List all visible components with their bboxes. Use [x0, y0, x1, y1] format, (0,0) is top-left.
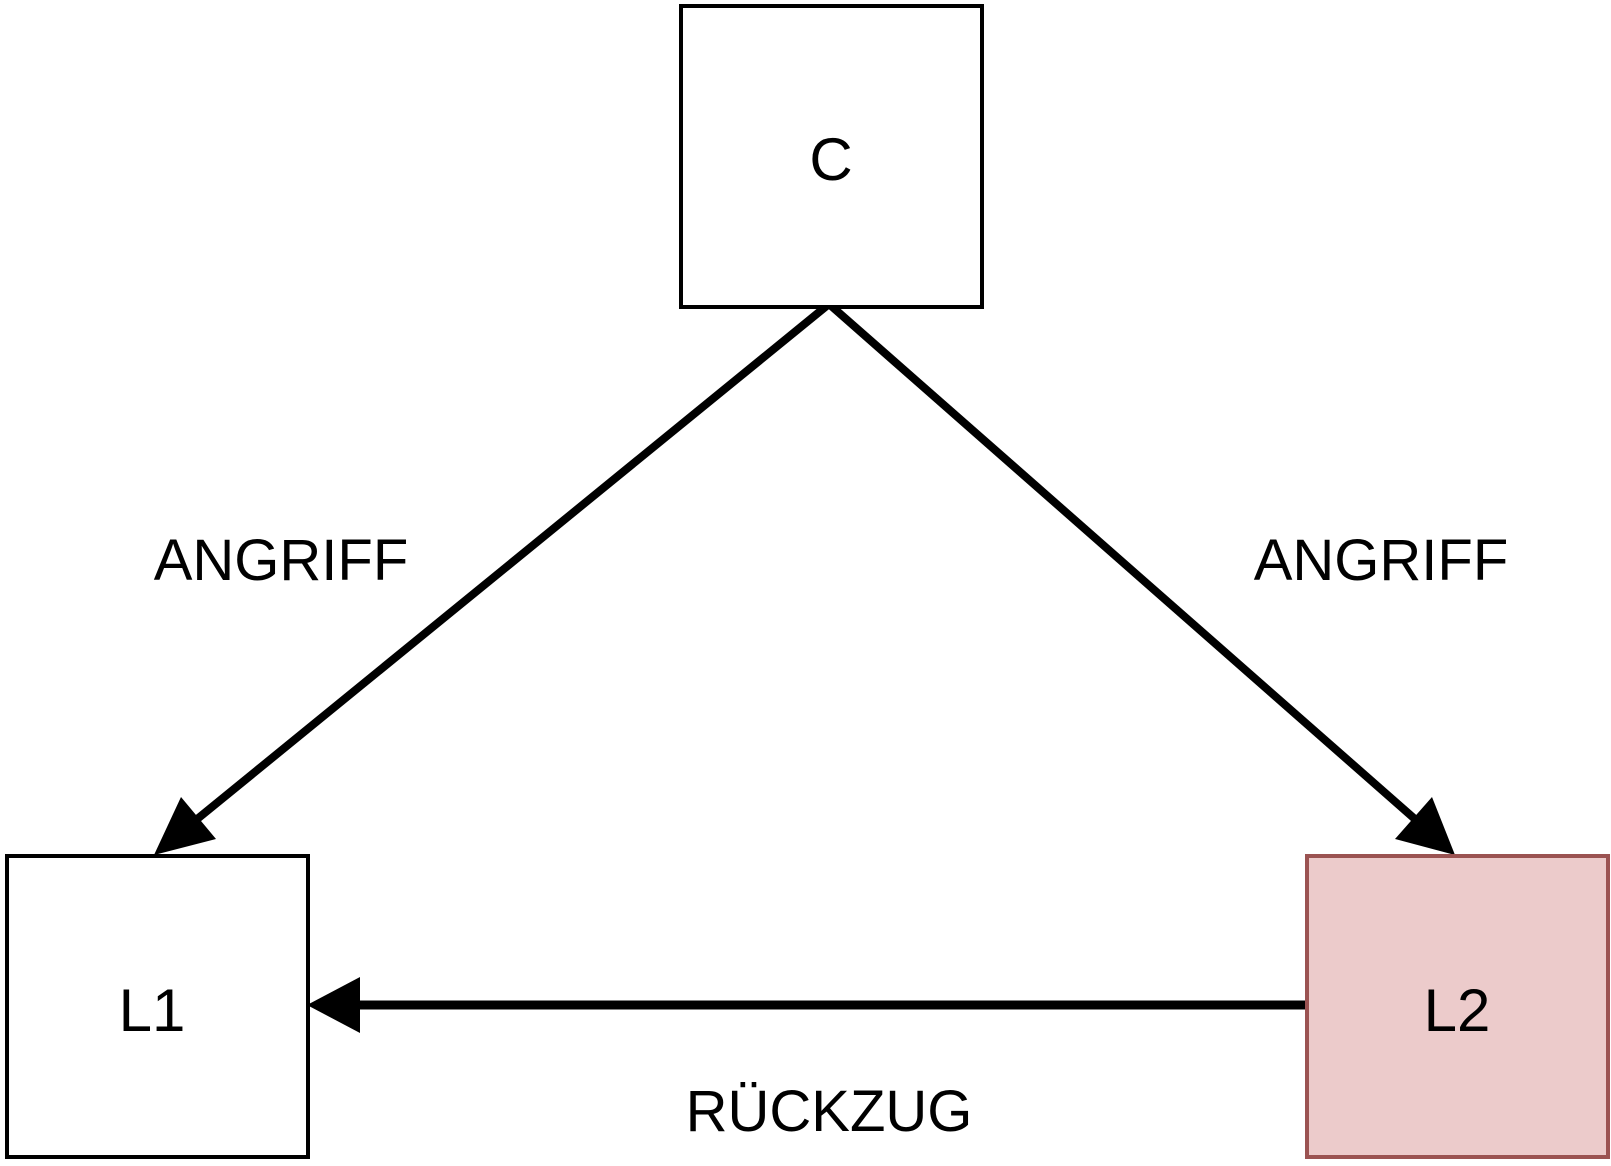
node-l2-label: L2: [1424, 977, 1491, 1044]
node-l1-label: L1: [119, 977, 186, 1044]
edge-l2-to-l1: [307, 977, 1307, 1033]
edge-c-to-l1: [154, 300, 832, 855]
edge-c-to-l2-label: ANGRIFF: [1254, 528, 1509, 593]
node-l1[interactable]: L1: [5, 854, 310, 1159]
node-l1-box[interactable]: [5, 854, 310, 1159]
edge-c-to-l2: [826, 300, 1455, 855]
node-l2[interactable]: L2: [1305, 854, 1610, 1159]
node-l2-box[interactable]: [1305, 854, 1610, 1159]
edge-c-to-l1-arrowhead: [154, 797, 216, 855]
edge-l2-to-l1-label: RÜCKZUG: [686, 1079, 973, 1144]
node-c-label: C: [809, 126, 852, 193]
node-c[interactable]: C: [679, 4, 984, 309]
node-c-box[interactable]: [679, 4, 984, 309]
edge-c-to-l1-label: ANGRIFF: [154, 528, 409, 593]
edge-c-to-l1-line: [193, 300, 832, 824]
edge-c-to-l2-arrowhead: [1395, 797, 1455, 855]
edge-l2-to-l1-arrowhead: [307, 977, 360, 1033]
edge-c-to-l2-line: [826, 300, 1419, 824]
